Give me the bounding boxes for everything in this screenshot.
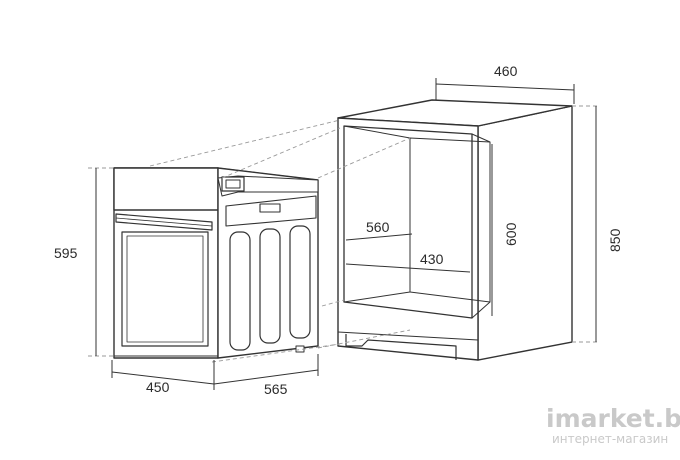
projection-lines [88,105,600,363]
oven-door-glass [126,235,204,343]
oven-side-cutout-3 [289,225,311,339]
niche-edge-top-left [343,125,411,139]
dim-line-oven-width [111,371,215,385]
label-niche-width: 430 [420,251,444,267]
dim-line-niche-width [345,263,471,273]
cabinet-plinth [345,334,457,360]
label-oven-depth: 565 [264,381,288,397]
niche-edge-bottom-left [343,291,411,303]
oven-side [217,167,319,359]
label-cabinet-width: 460 [494,63,518,79]
cabinet-niche [343,125,473,319]
niche-edge-top-right [471,133,491,143]
label-oven-width: 450 [146,379,170,395]
cabinet-drawing [337,99,573,361]
dimension-lines [95,78,597,390]
oven-drawing [113,167,319,359]
dim-line-oven-depth [213,369,319,385]
oven-side-rail [225,195,317,227]
oven-control-panel [113,167,219,211]
label-cabinet-height: 850 [607,228,623,252]
label-niche-depth: 560 [366,219,390,235]
label-oven-height: 595 [54,245,78,261]
label-niche-height: 600 [503,222,519,246]
dim-line-niche-depth [345,233,413,241]
oven-mount-block-inner [225,179,241,189]
oven-side-slot [259,203,281,213]
oven-handle-edge [115,217,213,227]
watermark-brand: imarket.by [546,404,680,433]
dim-line-cabinet-width [435,83,575,91]
watermark-subtitle: интернет-магазин [552,432,668,446]
oven-door-window [121,231,209,347]
niche-edge-bottom-right [471,301,491,319]
watermark: imarket.by интернет-магазин [546,404,680,446]
oven-side-cutout-2 [259,228,281,344]
oven-side-cutout-1 [229,231,251,351]
cabinet-plinth-line [337,331,479,341]
